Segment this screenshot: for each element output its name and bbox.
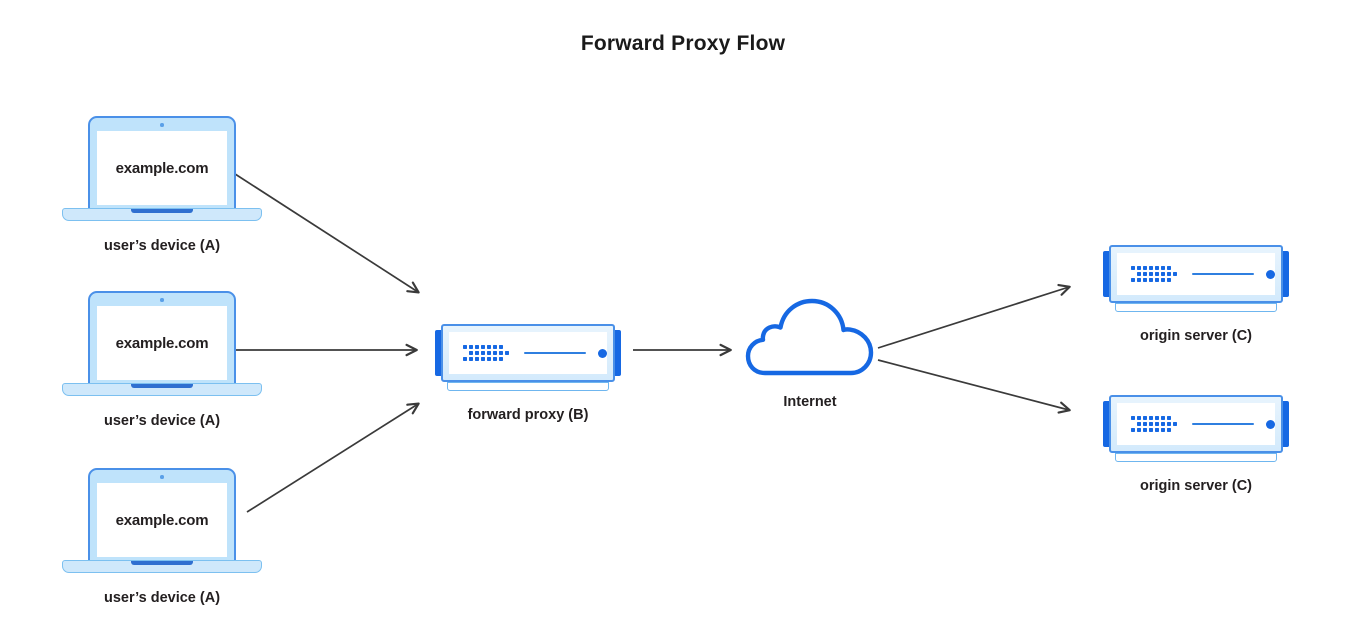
node-forward-proxy[interactable]: forward proxy (B): [435, 322, 621, 423]
screen-text: example.com: [115, 334, 209, 352]
node-label: Internet: [783, 394, 837, 410]
cloud-icon: [745, 293, 875, 385]
edge-internet-to-origin-c2: [877, 359, 1071, 414]
node-origin-server-c2[interactable]: origin server (C): [1103, 393, 1289, 494]
server-cap-left: [1103, 251, 1114, 297]
server-status-dot: [1266, 269, 1275, 279]
node-user-device-a2[interactable]: example.com user’s device (A): [62, 291, 262, 429]
laptop-lid: example.com: [88, 291, 236, 385]
server-cap-right: [1278, 251, 1289, 297]
node-label: user’s device (A): [103, 238, 221, 254]
laptop-notch: [131, 561, 193, 565]
laptop-screen: example.com: [97, 483, 227, 557]
server-shelf: [447, 382, 609, 391]
server-shelf: [1115, 453, 1277, 462]
node-label: origin server (C): [1140, 478, 1252, 494]
laptop-lid: example.com: [88, 116, 236, 210]
node-label: user’s device (A): [103, 590, 221, 606]
laptop-base: [62, 560, 262, 573]
server-shelf: [1115, 303, 1277, 312]
server-face: [1117, 253, 1275, 295]
laptop-icon: example.com: [62, 468, 262, 578]
server-status-dot: [1266, 419, 1275, 429]
server-icon: [1103, 393, 1289, 465]
server-cap-right: [1278, 401, 1289, 447]
node-internet[interactable]: Internet: [745, 293, 875, 410]
webcam-icon: [160, 123, 164, 127]
laptop-base: [62, 383, 262, 396]
laptop-screen: example.com: [97, 131, 227, 205]
server-dot-matrix-icon: [1130, 265, 1178, 283]
laptop-base: [62, 208, 262, 221]
server-body: [441, 324, 615, 382]
screen-text: example.com: [115, 511, 209, 529]
laptop-icon: example.com: [62, 291, 262, 401]
node-label: origin server (C): [1140, 328, 1252, 344]
server-icon: [435, 322, 621, 394]
node-user-device-a3[interactable]: example.com user’s device (A): [62, 468, 262, 606]
server-face: [449, 332, 607, 374]
node-label: user’s device (A): [103, 413, 221, 429]
server-dot-matrix-icon: [462, 344, 510, 362]
server-body: [1109, 245, 1283, 303]
page-title: Forward Proxy Flow: [580, 32, 786, 55]
server-status-line: [524, 351, 586, 355]
screen-text: example.com: [115, 159, 209, 177]
server-cap-right: [610, 330, 621, 376]
laptop-lid: example.com: [88, 468, 236, 562]
server-face: [1117, 403, 1275, 445]
server-dot-matrix-icon: [1130, 415, 1178, 433]
laptop-notch: [131, 209, 193, 213]
laptop-screen: example.com: [97, 306, 227, 380]
webcam-icon: [160, 475, 164, 479]
server-icon: [1103, 243, 1289, 315]
server-status-dot: [598, 348, 607, 358]
server-cap-left: [435, 330, 446, 376]
node-user-device-a1[interactable]: example.com user’s device (A): [62, 116, 262, 254]
server-body: [1109, 395, 1283, 453]
node-origin-server-c1[interactable]: origin server (C): [1103, 243, 1289, 344]
webcam-icon: [160, 298, 164, 302]
server-cap-left: [1103, 401, 1114, 447]
edge-device-a3-to-proxy: [246, 402, 420, 513]
laptop-notch: [131, 384, 193, 388]
server-status-line: [1192, 422, 1254, 426]
node-label: forward proxy (B): [467, 407, 589, 423]
laptop-icon: example.com: [62, 116, 262, 226]
edge-internet-to-origin-c1: [877, 283, 1071, 349]
server-status-line: [1192, 272, 1254, 276]
